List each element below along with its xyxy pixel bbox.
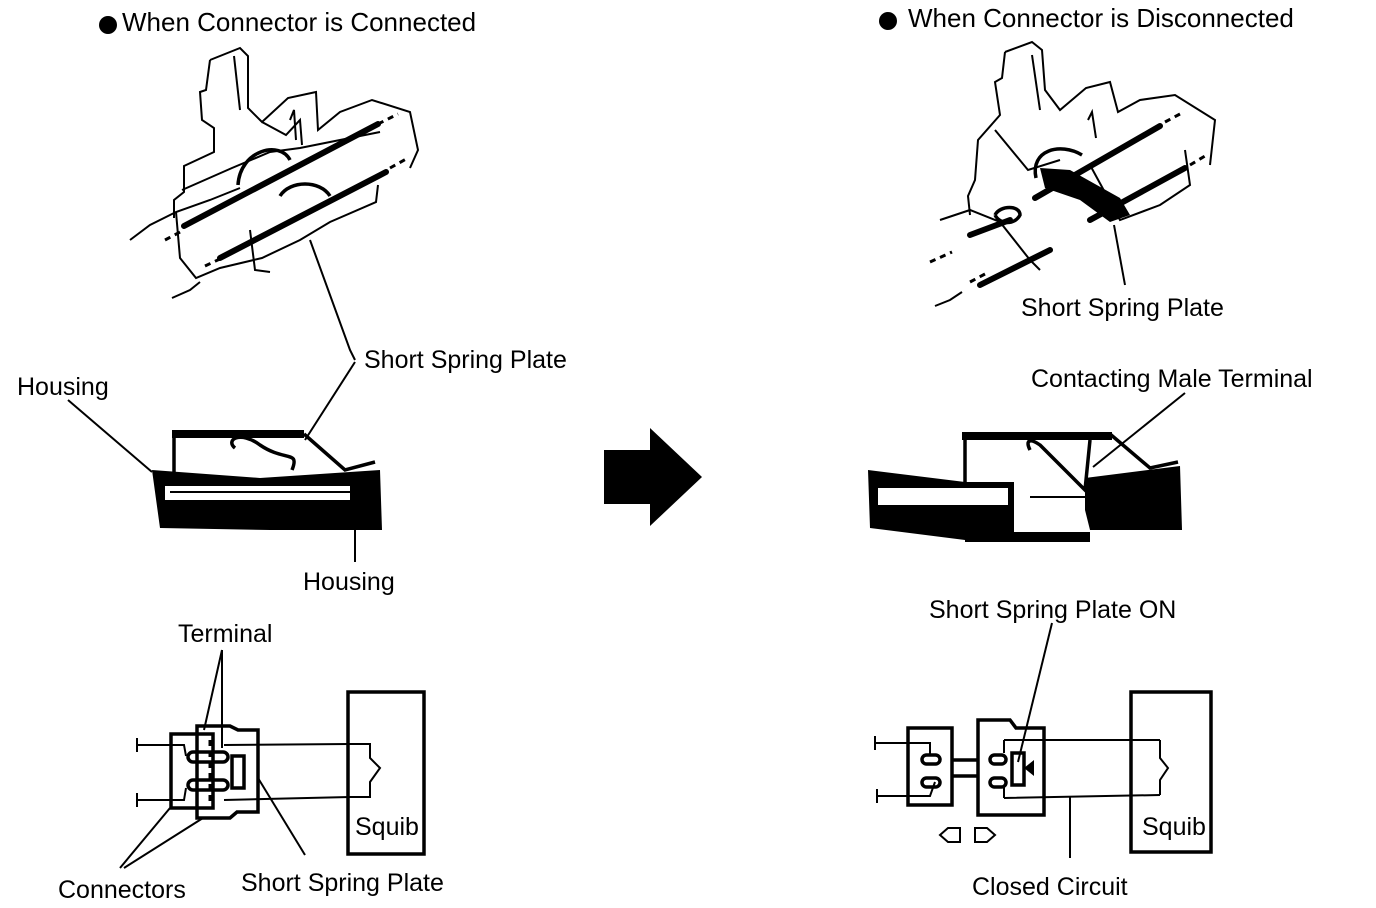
right-arrow-icon: [974, 827, 997, 843]
connected-connector-illustration: [129, 46, 420, 299]
label-connectors: Connectors: [58, 876, 186, 904]
short-spring-plate-schematic: [1010, 751, 1026, 787]
leader-line: [1017, 622, 1053, 763]
connector-housing-right: [976, 718, 1046, 817]
label-short-spring-plate-on: Short Spring Plate ON: [929, 596, 1176, 624]
disconnected-schematic: Short Spring Plate ON Squib Closed Circu…: [874, 596, 1213, 901]
squib-box: [1129, 690, 1213, 854]
leader-line: [309, 239, 356, 361]
leader-line: [304, 361, 356, 441]
left-panel: When Connector is Connected Short Spring…: [17, 7, 567, 904]
connected-schematic: Terminal Squib Connectors Short Spring P…: [58, 620, 444, 904]
leader-line: [119, 807, 204, 869]
squib-box: [346, 690, 426, 856]
label-squib-left: Squib: [355, 813, 419, 841]
label-terminal: Terminal: [178, 620, 272, 648]
label-contacting-male-terminal: Contacting Male Terminal: [1031, 365, 1313, 393]
label-housing-top: Housing: [17, 373, 109, 401]
bullet-icon: [99, 16, 117, 34]
right-panel-title: When Connector is Disconnected: [908, 3, 1294, 33]
left-panel-title: When Connector is Connected: [122, 7, 476, 37]
short-spring-plate-schematic: [230, 754, 246, 790]
connector-housing-left: [169, 732, 215, 810]
bullet-icon: [879, 12, 897, 30]
right-arrow-icon: [604, 428, 702, 526]
label-squib-right: Squib: [1142, 813, 1206, 841]
connector-housing-left: [906, 726, 954, 807]
label-short-spring-plate-right-top: Short Spring Plate: [1021, 294, 1224, 322]
connected-cross-section: [152, 430, 382, 530]
right-panel: When Connector is Disconnected Short Spr: [868, 3, 1313, 901]
label-housing-bottom: Housing: [303, 568, 395, 596]
label-short-spring-plate-bottom: Short Spring Plate: [241, 869, 444, 897]
leader-line: [203, 649, 223, 748]
label-short-spring-plate-top: Short Spring Plate: [364, 346, 567, 374]
disconnected-connector-illustration: [929, 40, 1217, 307]
leader-line: [257, 777, 306, 856]
label-closed-circuit: Closed Circuit: [972, 873, 1128, 901]
left-arrow-icon: [938, 827, 961, 843]
connector-housing-right: [195, 724, 260, 820]
leader-line: [1092, 392, 1186, 468]
leader-line: [67, 399, 153, 473]
disconnected-cross-section: [868, 432, 1182, 542]
